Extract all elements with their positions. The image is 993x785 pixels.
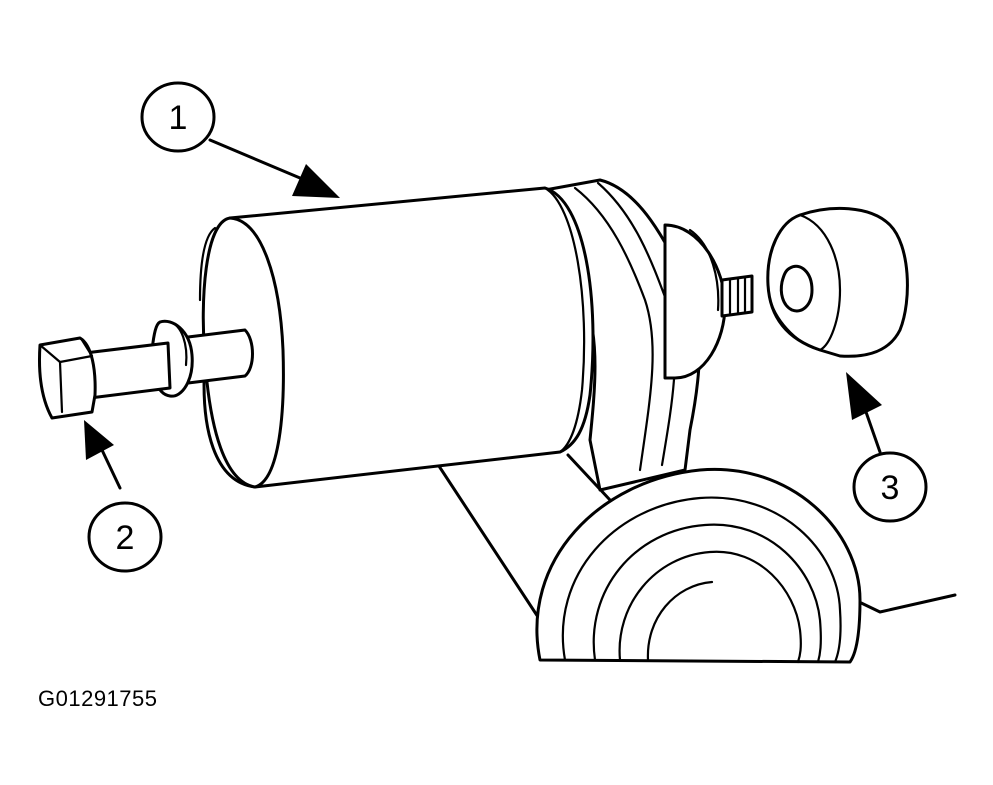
threaded-stud xyxy=(720,274,754,318)
forcing-screw xyxy=(38,319,254,420)
mount-bracket xyxy=(433,453,957,622)
callout-2-number: 2 xyxy=(116,519,135,557)
callout-leader-3 xyxy=(846,372,882,454)
control-arm-eye xyxy=(535,467,862,664)
callout-leader-2 xyxy=(84,420,122,490)
callout-leader-1 xyxy=(208,138,340,198)
installer-cylinder xyxy=(198,186,595,489)
callout-1-number: 1 xyxy=(169,99,188,137)
receiver-collar xyxy=(663,223,727,380)
callout-1: 1 xyxy=(140,81,216,153)
callout-3: 3 xyxy=(852,451,928,523)
figure-id-label: G01291755 xyxy=(38,686,158,711)
callout-3-number: 3 xyxy=(881,469,900,507)
receiver-cup xyxy=(766,206,909,358)
callout-2: 2 xyxy=(87,501,163,573)
